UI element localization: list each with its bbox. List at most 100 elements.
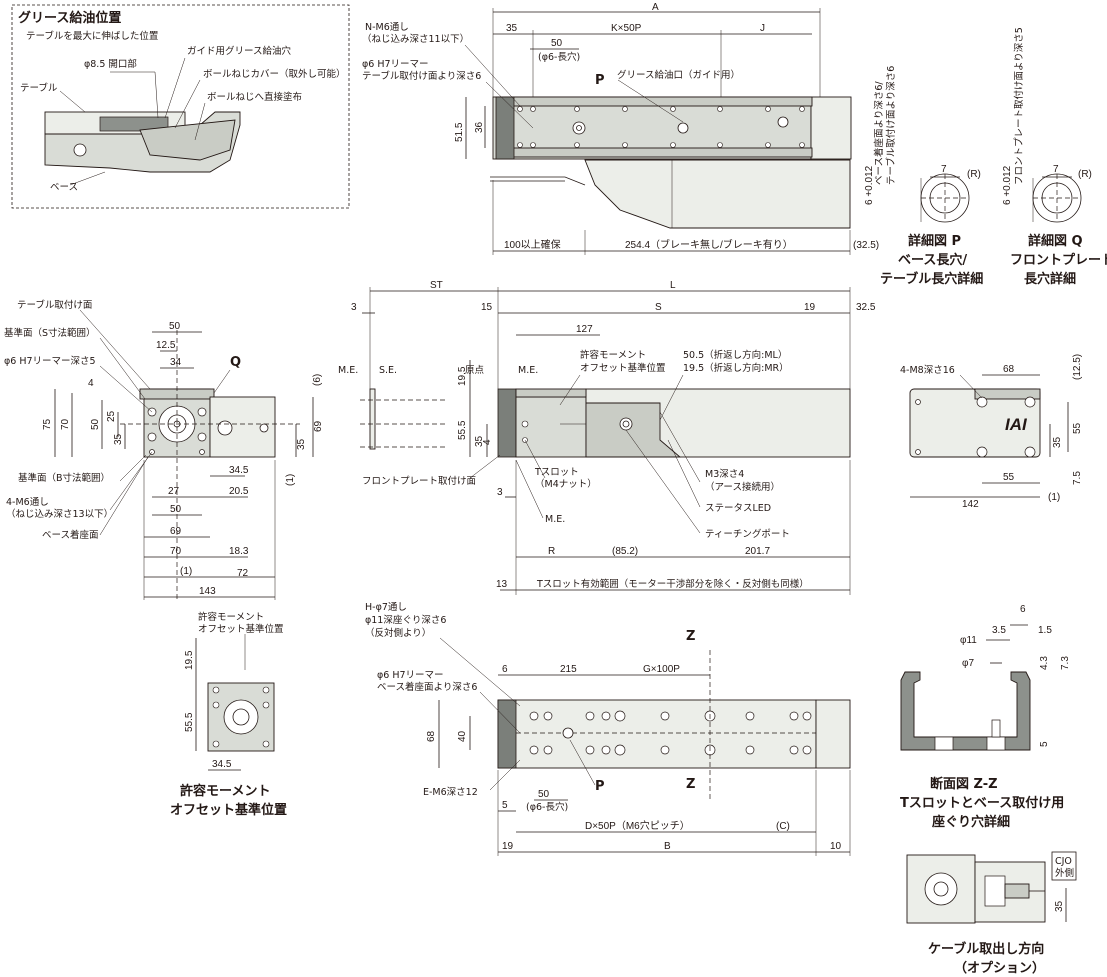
cable-tag-2: 外側 xyxy=(1055,867,1074,879)
side-label-moment-pos: オフセット基準位置 xyxy=(580,362,666,374)
top-dim-100: 100以上確保 xyxy=(504,238,561,251)
bottom-view: Z Z 6 215 G×100P 68 40 50 (φ6-長穴) 5 D×50… xyxy=(365,602,851,856)
top-grease-port xyxy=(677,122,689,134)
front-dim-20-5: 20.5 xyxy=(229,486,249,497)
section-dim-1-5: 1.5 xyxy=(1038,625,1052,636)
section-title-1: 断面図 Z-Z xyxy=(930,776,998,792)
bottom-dim-slot: (φ6-長穴) xyxy=(526,801,568,813)
front-dim-143: 143 xyxy=(199,586,216,597)
side-front-plate xyxy=(497,388,517,458)
side-dim-19: 19 xyxy=(804,302,816,313)
side-dim-55-5: 55.5 xyxy=(457,420,468,440)
grease-direct-label: ボールねじへ直接塗布 xyxy=(207,91,302,103)
offset-label-2: オフセット基準位置 xyxy=(198,623,284,635)
side-label-m4-nut: （M4ナット） xyxy=(535,478,597,490)
bottom-dim-50: 50 xyxy=(538,789,550,800)
detail-q-side-label: フロントプレート取付け面より深さ5 xyxy=(1014,27,1025,185)
offset-label-1: 許容モーメント xyxy=(198,611,264,623)
front-label-4m6: 4-M6通し xyxy=(6,497,49,508)
top-label-reamer: φ6 H7リーマー xyxy=(362,59,429,70)
offset-dim-19-5: 19.5 xyxy=(184,650,195,670)
detail-p: ベース着座面より深さ6/ テーブル取付け面より深さ6 6 +0.012 7 (R… xyxy=(864,66,983,287)
top-front-plate xyxy=(495,96,515,160)
offset-title-2: オフセット基準位置 xyxy=(170,802,287,818)
side-table xyxy=(515,396,587,458)
side-dim-4: 4 xyxy=(482,439,493,445)
rear-logo: IAI xyxy=(1005,415,1028,434)
section-dim-6: 6 xyxy=(1020,604,1026,615)
grease-cutaway xyxy=(99,116,169,132)
section-dim-phi11: φ11 xyxy=(960,635,977,646)
grease-position-view: グリース給油位置 テーブルを最大に伸ばした位置 φ8.5 開口部 ガイド用グリー… xyxy=(11,4,350,209)
rear-dim-1: (1) xyxy=(1048,492,1060,503)
front-dim-18-3: 18.3 xyxy=(229,546,249,557)
side-label-teaching-port: ティーチングポート xyxy=(705,528,790,540)
bottom-end-cap xyxy=(815,699,851,769)
front-view: 50 12.5 34 4 75 70 50 25 35 (6) 35 69 34… xyxy=(4,299,324,600)
top-cable xyxy=(490,176,586,186)
grease-base-label: ベース xyxy=(50,182,78,193)
top-dim-j: J xyxy=(760,23,765,34)
grease-cover xyxy=(139,119,236,161)
bottom-dim-68: 68 xyxy=(426,730,437,742)
rear-dim-142: 142 xyxy=(962,499,979,510)
top-dim-slot: (φ6-長穴) xyxy=(538,51,580,63)
rear-dim-12-5: (12.5) xyxy=(1072,354,1083,380)
detail-q-tol: 6 +0.012 xyxy=(1002,165,1013,205)
offset-dim-34-5: 34.5 xyxy=(212,759,232,770)
cable-tag-box xyxy=(1051,851,1077,881)
top-label-grease-port: グリース給油口（ガイド用） xyxy=(617,69,740,81)
section-dim-3-5: 3.5 xyxy=(992,625,1006,636)
grease-guide-hole-label: ガイド用グリース給油穴 xyxy=(187,45,292,57)
front-label-ref-b: 基準面（B寸法範囲） xyxy=(18,472,110,484)
front-dim-69: 69 xyxy=(313,420,324,432)
bottom-dim-b: B xyxy=(664,841,671,852)
detail-p-dim-7: 7 xyxy=(941,164,947,175)
grease-title: グリース給油位置 xyxy=(18,10,121,26)
front-label-base-seat: ベース着座面 xyxy=(42,529,99,541)
side-dim-s: S xyxy=(655,302,662,313)
top-dim-36: 36 xyxy=(474,121,485,133)
top-dim-50: 50 xyxy=(551,38,563,49)
front-dim-69b: 69 xyxy=(170,526,182,537)
bottom-dim-5: 5 xyxy=(502,800,508,811)
section-dim-5: 5 xyxy=(1039,741,1050,747)
cable-title-2: （オプション） xyxy=(954,960,1045,976)
front-dim-35: 35 xyxy=(113,433,124,445)
rear-label-4m8: 4-M8深さ16 xyxy=(900,365,955,376)
front-dim-70: 70 xyxy=(60,418,71,430)
detail-p-sub2: テーブル長穴詳細 xyxy=(880,271,983,287)
cable-connector xyxy=(1004,883,1030,899)
rear-dim-35: 35 xyxy=(1052,436,1063,448)
cable-title-1: ケーブル取出し方向 xyxy=(928,941,1044,957)
front-connector xyxy=(217,420,233,436)
section-dim-4-3: 4.3 xyxy=(1039,656,1050,670)
offset-title-1: 許容モーメント xyxy=(180,783,270,799)
bottom-dim-10: 10 xyxy=(830,841,842,852)
side-dim-32-5: 32.5 xyxy=(856,302,876,313)
front-dim-12-5: 12.5 xyxy=(156,340,176,351)
bottom-label-em6: E-M6深さ12 xyxy=(423,787,478,798)
side-label-me-left: M.E. xyxy=(338,365,358,376)
bottom-z-bottom: Z xyxy=(686,777,695,792)
top-end-cap xyxy=(810,96,852,160)
side-label-status-led: ステータスLED xyxy=(705,503,771,514)
top-dim-a: A xyxy=(652,2,659,13)
side-dim-19-5: 19.5 xyxy=(457,366,468,386)
side-dim-201-7: 201.7 xyxy=(745,546,770,557)
side-dim-15: 15 xyxy=(481,302,493,313)
offset-view: 許容モーメント オフセット基準位置 19.5 55.5 34.5 許容モーメント… xyxy=(170,611,287,818)
detail-p-tol: 6 +0.012 xyxy=(864,165,875,205)
offset-dim-55-5: 55.5 xyxy=(184,712,195,732)
bottom-label-p: P xyxy=(595,779,605,794)
detail-q-dim-r: (R) xyxy=(1078,169,1092,180)
front-dim-27: 27 xyxy=(168,486,180,497)
bottom-dim-dx50p: D×50P（M6穴ピッチ） xyxy=(585,819,690,832)
top-label-nm6: N-M6通し xyxy=(365,22,409,33)
section-dim-7-3: 7.3 xyxy=(1060,656,1071,670)
side-label-front-plate: フロントプレート取付け面 xyxy=(362,476,476,487)
front-dim-34-5: 34.5 xyxy=(229,465,249,476)
side-label-tslot-range: Tスロット有効範囲（モーター干渉部分を除く・反対側も同様） xyxy=(536,578,809,590)
bottom-label-reamer: φ6 H7リーマー xyxy=(377,670,444,681)
front-dim-72: 72 xyxy=(237,568,249,579)
